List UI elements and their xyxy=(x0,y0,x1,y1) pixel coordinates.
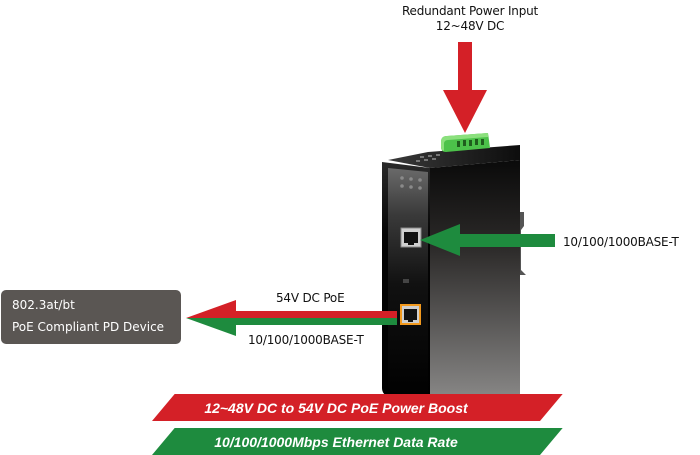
uplink-data-arrow xyxy=(420,224,555,256)
poe-rj45-port xyxy=(400,304,421,325)
power-input-arrow xyxy=(443,42,487,133)
poe-injector-device xyxy=(382,145,520,405)
device-front-panel xyxy=(388,168,428,400)
pd-device-box: 802.3at/bt PoE Compliant PD Device xyxy=(1,290,181,344)
poe-power-label: 54V DC PoE xyxy=(276,291,345,305)
redundant-power-label: Redundant Power Input 12~48V DC xyxy=(395,4,545,34)
uplink-rj45-port xyxy=(400,227,422,248)
power-boost-banner-text: 12~48V DC to 54V DC PoE Power Boost xyxy=(204,399,468,416)
poe-data-label: 10/100/1000BASE-T xyxy=(248,333,364,347)
redundant-power-voltage: 12~48V DC xyxy=(435,19,505,33)
pd-device-standard: 802.3at/bt xyxy=(12,298,75,312)
led-indicators xyxy=(400,176,422,190)
power-terminal-block xyxy=(441,133,490,152)
status-led xyxy=(403,279,409,283)
top-vents xyxy=(416,154,440,162)
uplink-data-label: 10/100/1000BASE-T xyxy=(563,235,679,249)
redundant-power-title: Redundant Power Input xyxy=(401,4,539,18)
device-top xyxy=(388,145,520,168)
device-side xyxy=(430,160,520,405)
data-rate-banner-text: 10/100/1000Mbps Ethernet Data Rate xyxy=(214,433,458,450)
pd-device-description: PoE Compliant PD Device xyxy=(12,320,165,334)
poe-output-arrow xyxy=(186,300,397,336)
